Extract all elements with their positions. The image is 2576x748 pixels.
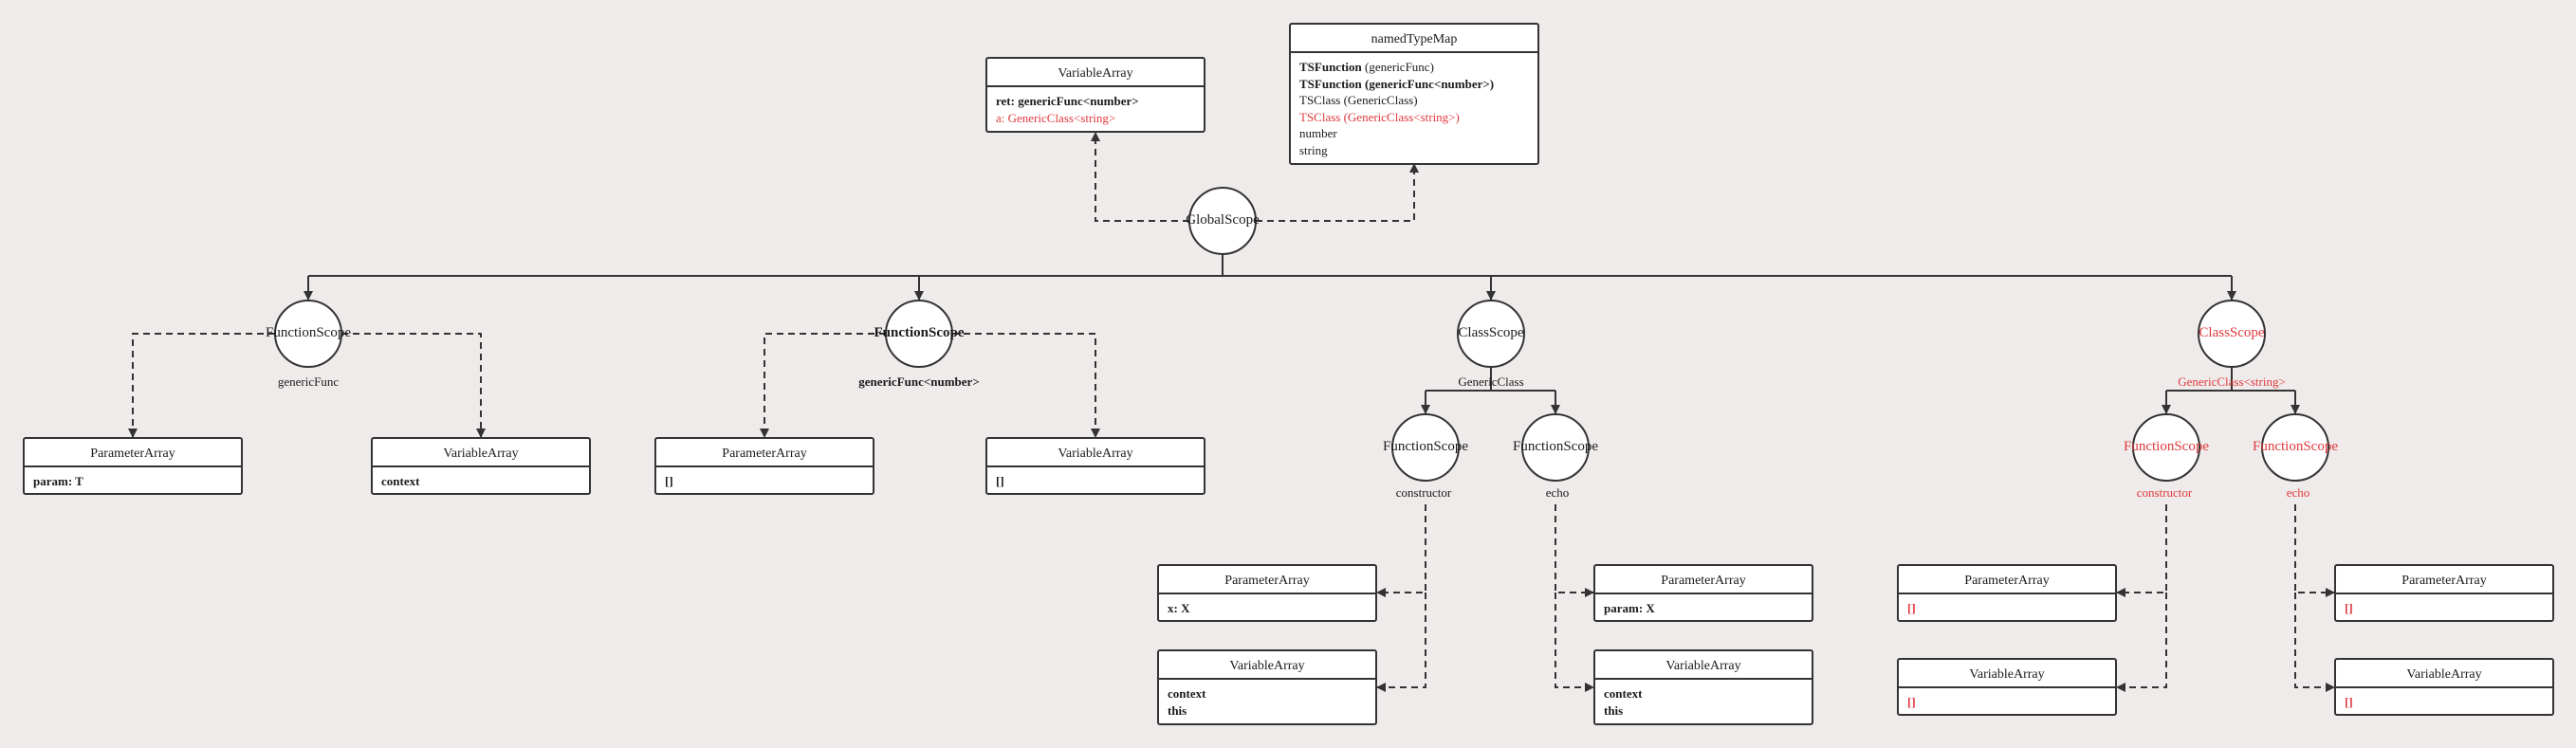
ctor1-variable-array: VariableArray context this (1157, 649, 1377, 725)
edge-class2-bus (2166, 368, 2295, 392)
echo2-parameter-array: ParameterArray [] (2334, 564, 2554, 622)
box-item: [] (2345, 601, 2353, 615)
edge-class1-bus (1426, 368, 1555, 392)
edge-echo2-param (2294, 504, 2335, 597)
func1-scope-node (274, 300, 342, 368)
box-title: VariableArray (2336, 660, 2552, 688)
ctor2-variable-array: VariableArray [] (1897, 658, 2117, 716)
class1-scope-label: ClassScope (1458, 325, 1524, 340)
box-title: ParameterArray (656, 439, 873, 467)
box-title: ParameterArray (1159, 566, 1375, 594)
class1-scope-node (1457, 300, 1525, 368)
type-map-entry: string (1299, 142, 1328, 157)
edge-func1-param (128, 333, 275, 438)
func1-variable-array: VariableArray context (371, 437, 591, 495)
edge-ctor2-param (2116, 504, 2167, 597)
class2-scope-label: ClassScope (2199, 325, 2265, 340)
box-title: ParameterArray (1899, 566, 2115, 594)
type-map-entry: TSClass (GenericClass<string>) (1299, 109, 1460, 124)
box-title: ParameterArray (2336, 566, 2552, 594)
func2-scope-node (885, 300, 953, 368)
box-title: VariableArray (373, 439, 589, 467)
echo2-name: echo (2286, 485, 2310, 500)
box-item: ret: genericFunc<number> (996, 94, 1139, 108)
box-item: a: GenericClass<string> (996, 110, 1116, 125)
class1-name: GenericClass (1458, 374, 1524, 389)
box-item: context (381, 474, 420, 488)
echo1-parameter-array: ParameterArray param: X (1593, 564, 1813, 622)
box-item: [] (1907, 695, 1916, 709)
box-title: ParameterArray (1595, 566, 1812, 594)
edge-func2-param (760, 333, 886, 438)
box-title: VariableArray (987, 439, 1204, 467)
ctor2-parameter-array: ParameterArray [] (1897, 564, 2117, 622)
edge-ctor2-var (2116, 593, 2167, 692)
box-item: [] (665, 474, 673, 488)
func1-scope-label: FunctionScope (266, 325, 351, 340)
ctor2-name: constructor (2136, 485, 2193, 500)
func1-parameter-array: ParameterArray param: T (23, 437, 243, 495)
func2-scope-label: FunctionScope (874, 325, 965, 340)
type-map-entry: TSClass (GenericClass) (1299, 93, 1418, 107)
box-item: this (1604, 702, 1624, 718)
edge-global-typemap (1256, 163, 1419, 222)
ctor1-scope-node (1391, 413, 1460, 482)
edge-echo1-var (1555, 593, 1594, 692)
edge-global-vararray (1091, 132, 1189, 222)
box-title: namedTypeMap (1291, 25, 1537, 53)
box-item: [] (2345, 695, 2353, 709)
named-type-map: namedTypeMap TSFunction (genericFunc) TS… (1289, 23, 1539, 165)
ctor1-name: constructor (1395, 485, 1452, 500)
box-item: [] (1907, 601, 1916, 615)
class2-scope-node (2198, 300, 2266, 368)
edge-echo1-param (1555, 504, 1594, 597)
box-item: context (1168, 686, 1206, 701)
edge-ctor1-var (1376, 593, 1426, 692)
box-title: ParameterArray (25, 439, 241, 467)
echo2-variable-array: VariableArray [] (2334, 658, 2554, 716)
global-scope-node (1188, 187, 1257, 255)
global-variable-array: VariableArray ret: genericFunc<number> a… (985, 57, 1205, 133)
func2-name: genericFunc<number> (858, 374, 980, 389)
func1-name: genericFunc (277, 374, 340, 389)
class2-name: GenericClass<string> (2178, 374, 2286, 389)
echo1-variable-array: VariableArray context this (1593, 649, 1813, 725)
echo1-scope-node (1521, 413, 1590, 482)
box-item: param: X (1604, 601, 1655, 615)
echo1-name: echo (1545, 485, 1570, 500)
type-map-entry: TSFunction (genericFunc<number>) (1299, 76, 1495, 91)
box-item: param: T (33, 474, 83, 488)
ctor1-parameter-array: ParameterArray x: X (1157, 564, 1377, 622)
ctor2-scope-label: FunctionScope (2124, 439, 2209, 454)
edge-func2-var (952, 333, 1100, 438)
ctor1-scope-label: FunctionScope (1383, 439, 1468, 454)
echo2-scope-label: FunctionScope (2253, 439, 2338, 454)
edge-ctor1-param (1376, 504, 1426, 597)
box-item: this (1168, 702, 1187, 718)
edge-echo2-var (2294, 593, 2335, 692)
func2-parameter-array: ParameterArray [] (654, 437, 874, 495)
type-map-entry: TSFunction (genericFunc) (1299, 60, 1434, 74)
box-title: VariableArray (987, 59, 1204, 87)
type-map-entry: number (1299, 126, 1337, 140)
ctor2-scope-node (2132, 413, 2200, 482)
box-item: x: X (1168, 601, 1190, 615)
echo1-scope-label: FunctionScope (1513, 439, 1598, 454)
box-title: VariableArray (1899, 660, 2115, 688)
edge-func1-var (341, 333, 486, 438)
global-scope-label: GlobalScope (1186, 212, 1260, 228)
echo2-scope-node (2261, 413, 2329, 482)
func2-variable-array: VariableArray [] (985, 437, 1205, 495)
box-title: VariableArray (1595, 651, 1812, 680)
box-item: [] (996, 474, 1004, 488)
box-title: VariableArray (1159, 651, 1375, 680)
box-item: context (1604, 686, 1643, 701)
